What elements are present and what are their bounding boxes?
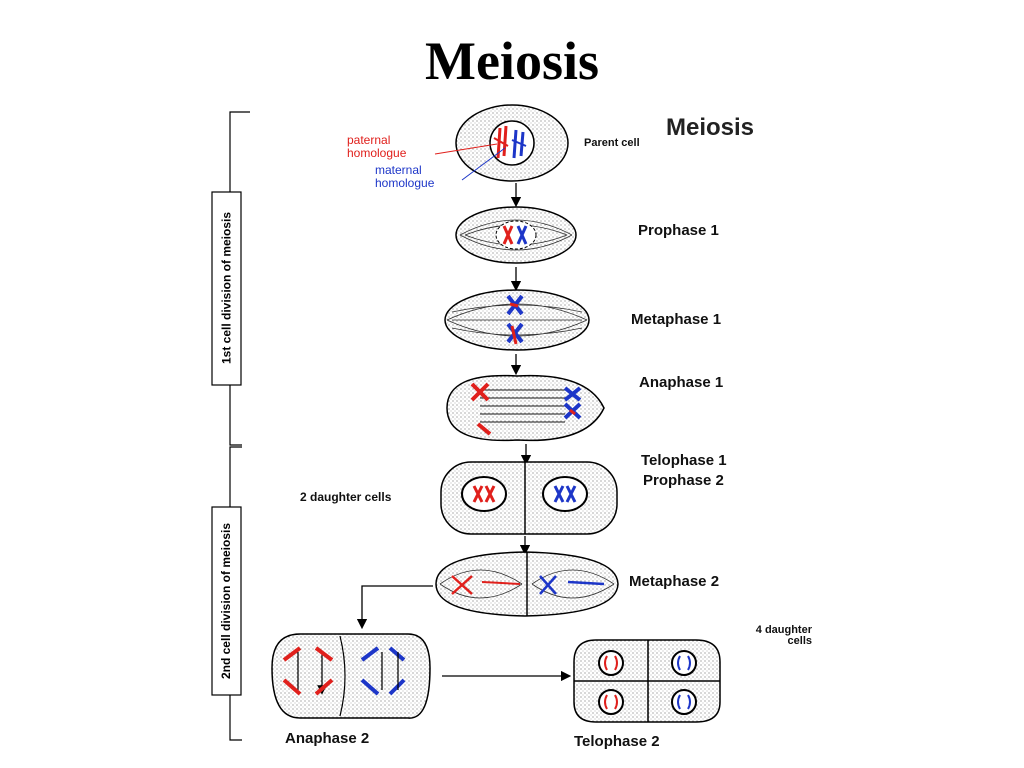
metaphase1-label: Metaphase 1 xyxy=(631,311,722,328)
arrow-6 xyxy=(356,585,433,630)
maternal-homologue-label: maternal homologue xyxy=(375,163,435,190)
two-daughter-cells-label: 2 daughter cells xyxy=(300,490,392,504)
metaphase2-label: Metaphase 2 xyxy=(629,573,720,590)
prophase1-cell xyxy=(455,206,577,264)
paternal-homologue-label: paternal homologue xyxy=(347,133,407,160)
slide-title: Meiosis xyxy=(425,31,599,91)
metaphase2-cells xyxy=(435,551,619,617)
anaphase1-label: Anaphase 1 xyxy=(639,374,724,391)
maternal-pointer xyxy=(461,147,506,181)
bracket-second-division xyxy=(211,446,242,741)
prophase1-label: Prophase 1 xyxy=(638,222,719,239)
telophase1-cells xyxy=(440,461,618,535)
figure-heading: Meiosis xyxy=(666,114,755,141)
metaphase1-cell xyxy=(444,289,590,351)
telophase1-label: Telophase 1 xyxy=(641,452,727,469)
first-division-label: 1st cell division of meiosis xyxy=(219,211,234,365)
anaphase2-cells xyxy=(271,633,431,719)
telophase2-cells xyxy=(573,639,721,723)
parent-cell-label: Parent cell xyxy=(584,137,640,149)
four-daughter-cells-label: 4 daughter cells xyxy=(755,624,812,647)
second-division-label: 2nd cell division of meiosis xyxy=(219,522,233,680)
paternal-pointer xyxy=(434,143,498,155)
anaphase1-cell xyxy=(446,374,605,442)
prophase2-label: Prophase 2 xyxy=(643,472,724,489)
anaphase2-label: Anaphase 2 xyxy=(285,730,370,747)
bracket-first-division xyxy=(211,111,250,446)
parent-cell xyxy=(455,104,569,182)
telophase2-label: Telophase 2 xyxy=(574,733,660,750)
